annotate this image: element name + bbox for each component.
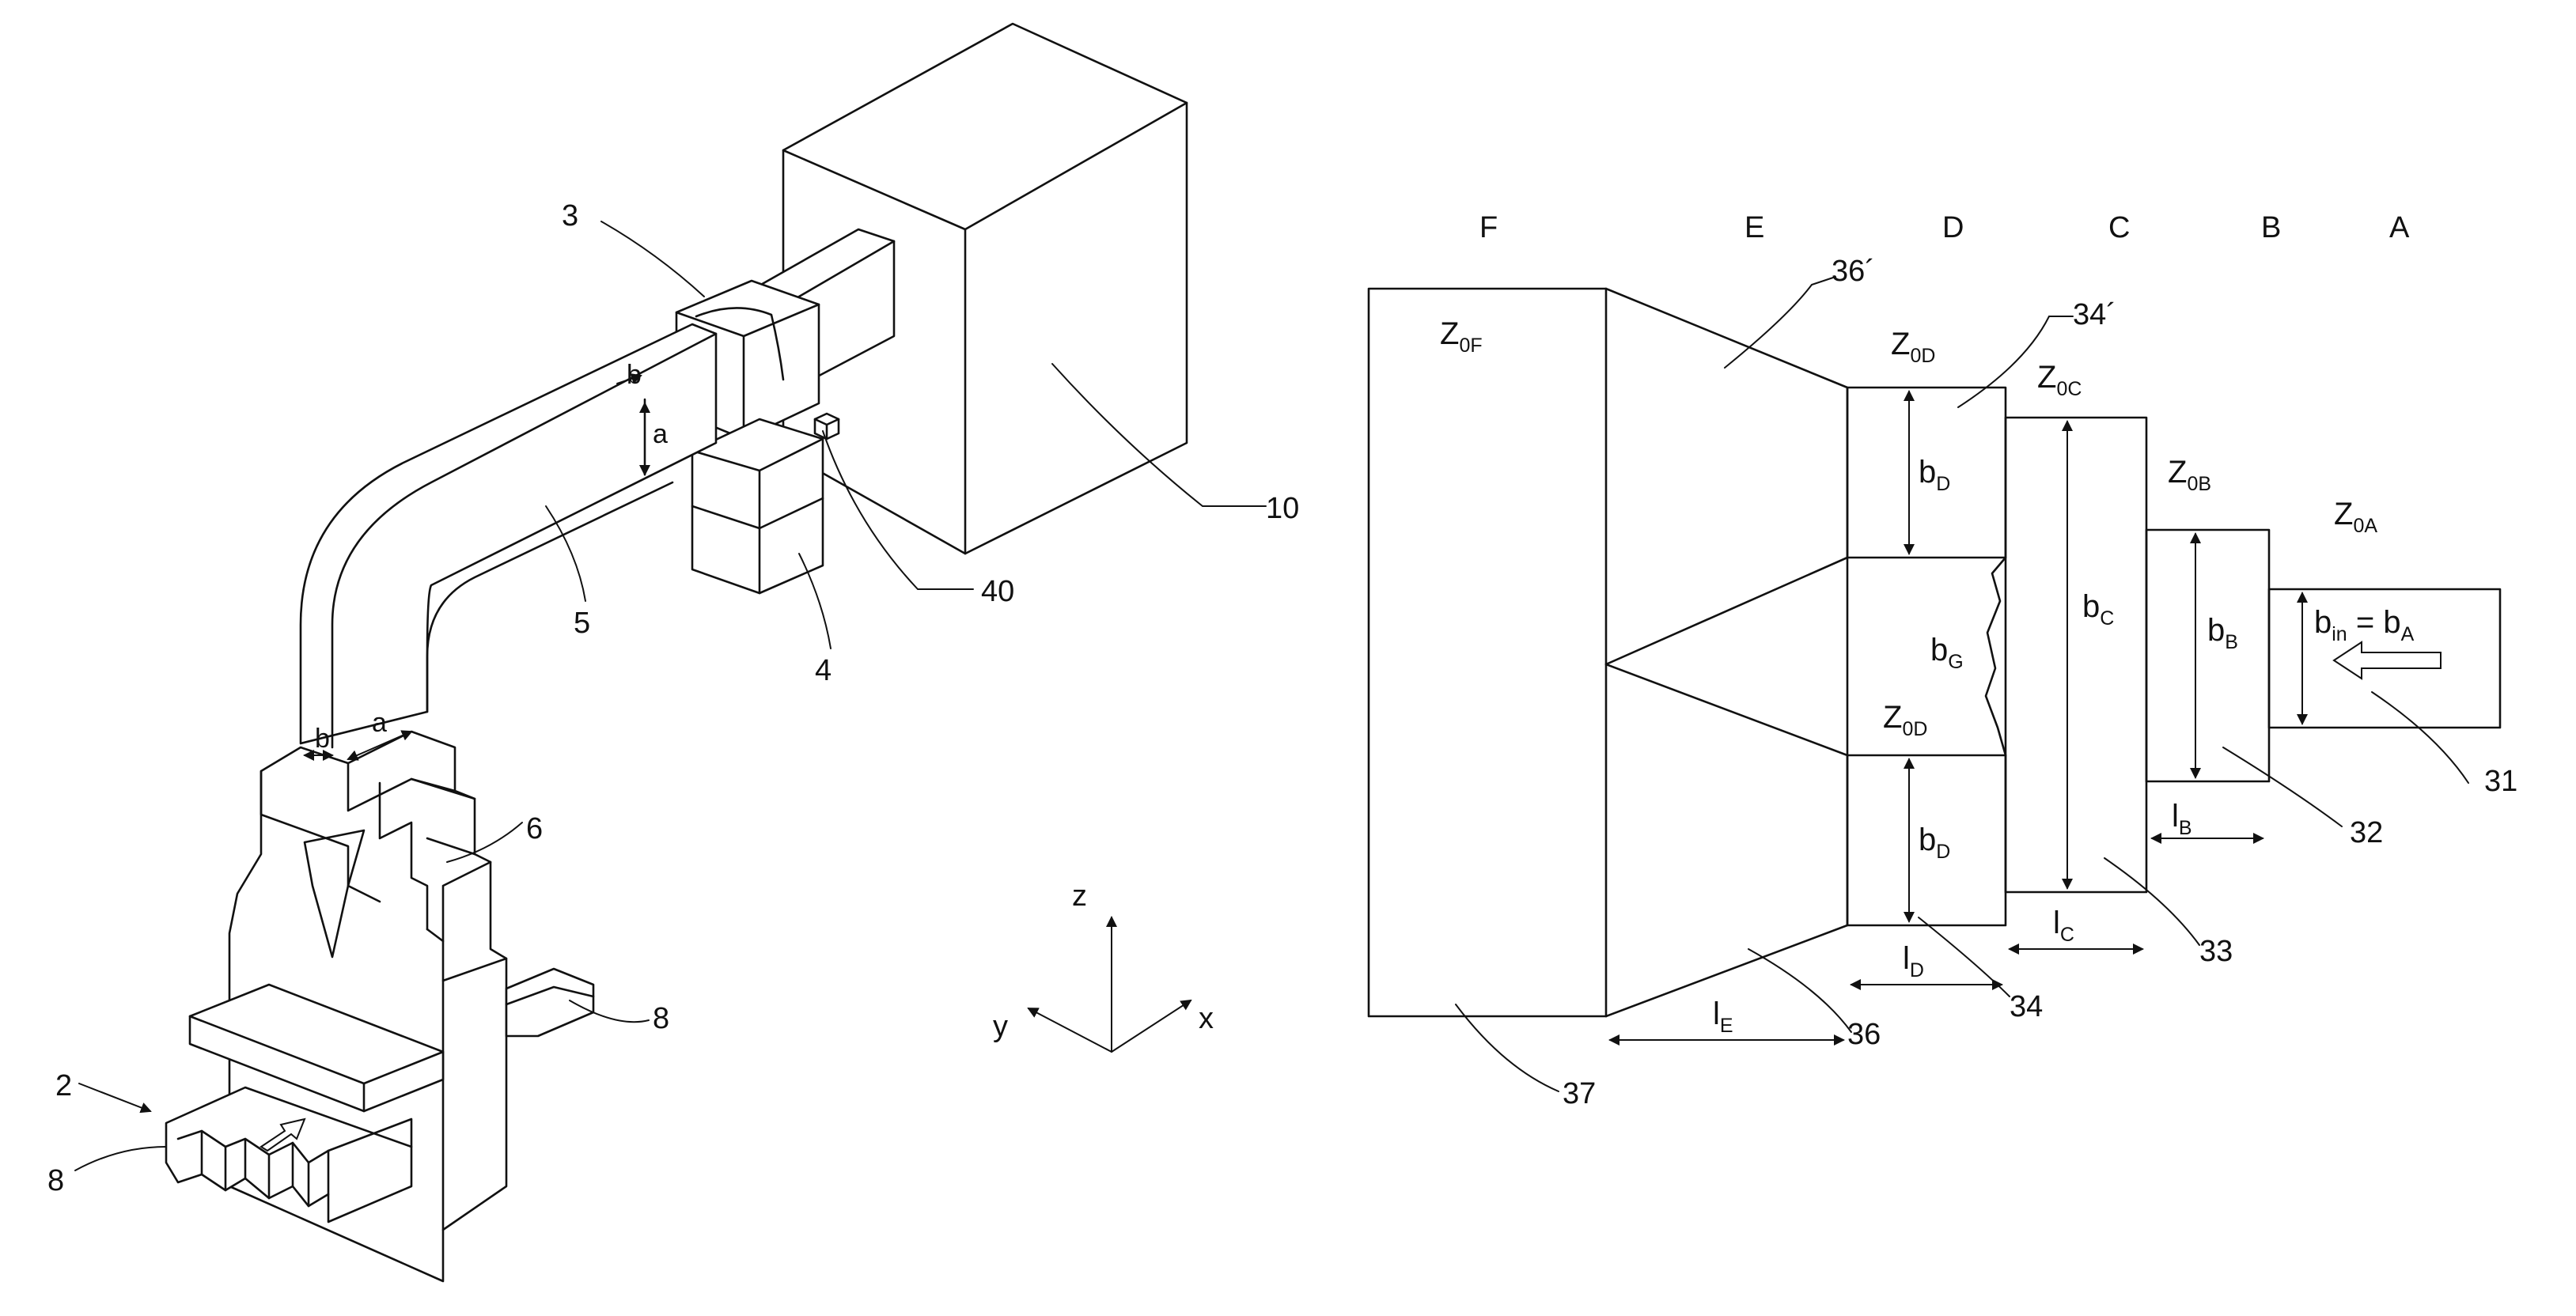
ref-8-right: 8 xyxy=(653,1002,669,1035)
ref-3: 3 xyxy=(562,199,578,233)
section-label-D: D xyxy=(1942,211,1964,244)
width-label-bC: bC xyxy=(2082,589,2114,630)
leader-36 xyxy=(1748,949,1851,1032)
section-E-taper xyxy=(1606,289,1847,1016)
width-label-bG: bG xyxy=(1930,633,1964,673)
width-label-bB: bB xyxy=(2207,613,2238,653)
y-axis-arrow xyxy=(1029,1008,1112,1052)
impedance-label-Z0A: Z0A xyxy=(2334,497,2377,537)
axis-label-z: z xyxy=(1072,879,1087,913)
leader-36-prime xyxy=(1725,277,1835,368)
ref-36-prime: 36´ xyxy=(1832,255,1875,288)
ref-32: 32 xyxy=(2350,816,2383,849)
ref-10: 10 xyxy=(1266,492,1299,525)
arrow-2 xyxy=(79,1083,150,1111)
dim-label-b-bottom: b xyxy=(315,724,330,754)
ref-40: 40 xyxy=(981,575,1014,608)
width-label-bD-bottom: bD xyxy=(1919,822,1950,863)
ref-4: 4 xyxy=(815,654,832,687)
impedance-label-Z0B: Z0B xyxy=(2168,455,2211,495)
ref-6: 6 xyxy=(526,812,543,845)
width-label-bin-equals-bA: bin = bA xyxy=(2314,605,2415,645)
axis-label-y: y xyxy=(993,1010,1008,1043)
impedance-label-Z0D-mid: Z0D xyxy=(1883,700,1927,740)
ref-31: 31 xyxy=(2484,765,2517,798)
section-label-B: B xyxy=(2261,211,2281,244)
section-B-rect xyxy=(2146,530,2269,781)
length-label-lE: lE xyxy=(1713,996,1733,1037)
right-figure-impedance-transformer: F E D C B A xyxy=(1369,211,2517,1110)
ref-34-prime: 34´ xyxy=(2073,298,2116,331)
ref-33: 33 xyxy=(2199,935,2233,968)
input-arrow-icon xyxy=(2334,642,2441,679)
width-label-bD-top: bD xyxy=(1919,455,1950,495)
impedance-label-Z0D-top: Z0D xyxy=(1891,327,1935,367)
section-label-E: E xyxy=(1744,211,1764,244)
section-F-rect xyxy=(1369,289,1606,1016)
waveguide-bend-5 xyxy=(301,324,716,747)
length-label-lC: lC xyxy=(2053,906,2074,946)
impedance-label-Z0C: Z0C xyxy=(2037,360,2082,400)
ref-5: 5 xyxy=(574,607,590,640)
ref-36: 36 xyxy=(1847,1018,1881,1051)
ref-37: 37 xyxy=(1563,1077,1596,1110)
axis-label-x: x xyxy=(1199,1002,1214,1035)
carrier-bar-8-right xyxy=(506,969,593,1036)
leader-3 xyxy=(601,221,704,297)
sensor-block-40 xyxy=(815,414,839,439)
leader-32 xyxy=(2223,747,2342,826)
dim-label-b-top: b xyxy=(627,360,642,390)
left-figure-apparatus: 3 10 40 4 5 6 8 8 2 a b b a z x y xyxy=(47,24,1299,1281)
length-label-lB: lB xyxy=(2172,799,2192,839)
section-label-F: F xyxy=(1479,211,1498,244)
leader-37 xyxy=(1456,1004,1559,1091)
ref-34: 34 xyxy=(2010,990,2043,1023)
section-C-rect xyxy=(2006,418,2146,892)
leader-8-left xyxy=(75,1147,166,1170)
x-axis-arrow xyxy=(1112,1000,1191,1052)
leader-33 xyxy=(2104,858,2199,945)
section-label-C: C xyxy=(2108,211,2130,244)
ref-2: 2 xyxy=(55,1069,72,1102)
length-label-lD: lD xyxy=(1903,941,1924,981)
leader-31 xyxy=(2372,692,2468,783)
coordinate-axes: z x y xyxy=(993,879,1214,1052)
dim-label-a-top: a xyxy=(653,419,668,449)
impedance-label-Z0F: Z0F xyxy=(1440,316,1483,357)
ref-8-left: 8 xyxy=(47,1164,64,1197)
dim-label-a-bottom: a xyxy=(372,708,387,738)
section-label-A: A xyxy=(2389,211,2410,244)
